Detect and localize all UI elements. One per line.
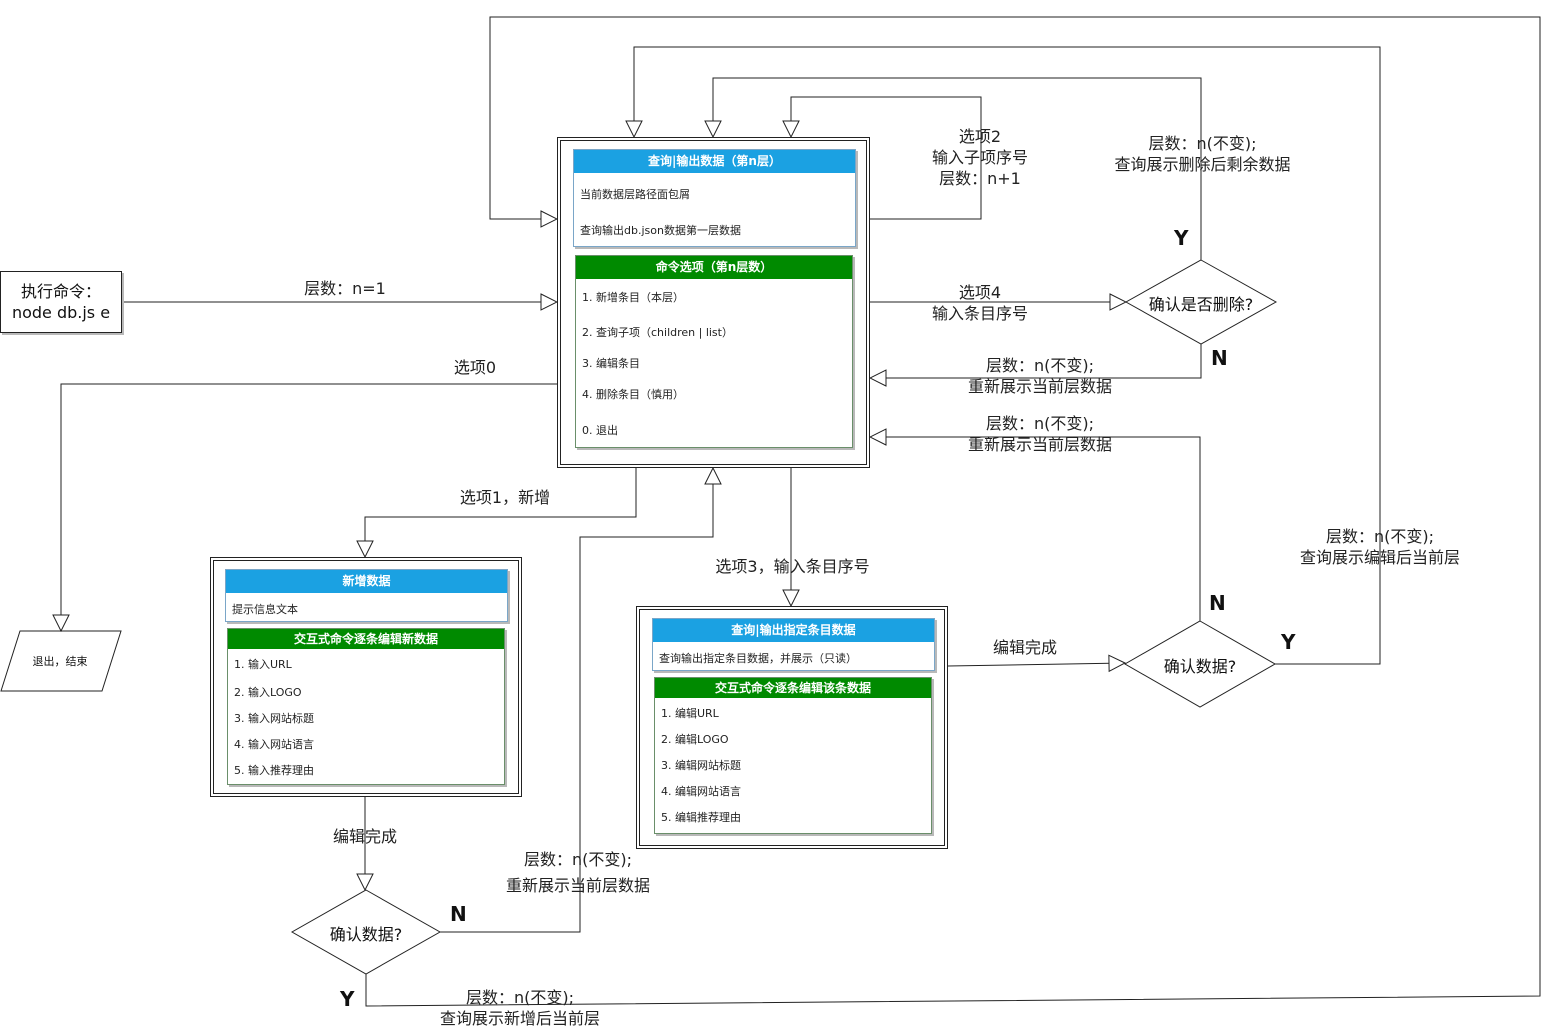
add-panel-title: 新增数据: [226, 570, 507, 593]
label-delete-no-line1: 层数：n(不变);: [985, 356, 1095, 375]
add-edit-panel: 交互式命令逐条编辑新数据 1. 输入URL 2. 输入LOGO 3. 输入网站标…: [227, 628, 505, 785]
start-command-box: 执行命令： node db.js e: [0, 271, 122, 333]
add-container: 新增数据 提示信息文本 交互式命令逐条编辑新数据 1. 输入URL 2. 输入L…: [210, 557, 522, 797]
query-row-2: 查询输出db.json数据第一层数据: [580, 224, 741, 237]
option-1: 1. 新增条目（本层）: [582, 291, 684, 304]
option-2: 2. 查询子项（children | list）: [582, 326, 733, 339]
edge-edit-no: [870, 437, 1201, 621]
add-item-1: 1. 输入URL: [234, 658, 292, 671]
edit-panel: 查询|输出指定条目数据 查询输出指定条目数据，并展示（只读）: [652, 618, 935, 671]
add-hint: 提示信息文本: [232, 603, 298, 616]
edit-item-1: 1. 编辑URL: [661, 707, 719, 720]
edit-hint: 查询输出指定条目数据，并展示（只读）: [659, 652, 857, 665]
delete-no-marker: N: [1211, 346, 1228, 370]
label-opt2-line2: 输入子项序号: [931, 148, 1028, 167]
label-delete-yes-line2: 查询展示删除后剩余数据: [1114, 155, 1291, 174]
decision-confirm-edit-text: 确认数据?: [1163, 657, 1237, 676]
label-opt4: 选项4 输入条目序号: [920, 282, 1040, 324]
option-4: 4. 删除条目（慎用）: [582, 388, 684, 401]
label-edit-yes-line2: 查询展示编辑后当前层: [1299, 548, 1460, 567]
main-container: 查询|输出数据（第n层） 当前数据层路径面包屑 查询输出db.json数据第一层…: [557, 137, 870, 468]
edge-opt0-exit: [61, 383, 557, 631]
decision-confirm-edit: [1123, 620, 1277, 708]
add-item-4: 4. 输入网站语言: [234, 738, 314, 751]
label-opt3: 选项3，输入条目序号: [715, 557, 870, 576]
edit-container: 查询|输出指定条目数据 查询输出指定条目数据，并展示（只读） 交互式命令逐条编辑…: [636, 606, 948, 849]
edge-opt1-add: [365, 468, 637, 557]
label-add-no-line1: 层数：n(不变);: [523, 850, 633, 869]
edge-add-no: [440, 468, 713, 933]
delete-yes-marker: Y: [1174, 226, 1189, 250]
query-panel: 查询|输出数据（第n层） 当前数据层路径面包屑 查询输出db.json数据第一层…: [573, 149, 856, 247]
label-edit-no-line2: 重新展示当前层数据: [967, 435, 1112, 454]
label-opt0: 选项0: [453, 358, 497, 377]
label-edit-done-left: 编辑完成: [332, 827, 397, 846]
edge-editdone-confirm: [947, 663, 1125, 666]
label-opt2: 选项2 输入子项序号 层数：n+1: [920, 126, 1040, 189]
query-row-1: 当前数据层路径面包屑: [580, 188, 690, 201]
label-add-no-line2: 重新展示当前层数据: [505, 876, 650, 895]
edit-yes-marker: Y: [1281, 630, 1296, 654]
add-panel: 新增数据 提示信息文本: [225, 569, 508, 622]
edit-panel-title: 查询|输出指定条目数据: [653, 619, 934, 642]
label-opt4-line1: 选项4: [958, 283, 1002, 302]
add-item-2: 2. 输入LOGO: [234, 686, 302, 699]
label-edit-yes: 层数：n(不变); 查询展示编辑后当前层: [1280, 526, 1480, 568]
label-opt2-line3: 层数：n+1: [939, 169, 1021, 188]
label-opt4-line2: 输入条目序号: [931, 304, 1028, 323]
options-panel-title: 命令选项（第n层数）: [576, 256, 852, 279]
exit-label: 退出，结束: [32, 655, 88, 668]
edge-edit-yes: [634, 46, 1381, 665]
label-edit-yes-line1: 层数：n(不变);: [1325, 527, 1435, 546]
add-no-marker: N: [450, 902, 467, 926]
label-opt2-line1: 选项2: [958, 127, 1002, 146]
edit-edit-panel: 交互式命令逐条编辑该条数据 1. 编辑URL 2. 编辑LOGO 3. 编辑网站…: [654, 677, 932, 834]
edit-item-5: 5. 编辑推荐理由: [661, 811, 741, 824]
label-add-no: 层数：n(不变); 重新展示当前层数据: [488, 849, 668, 896]
edit-no-marker: N: [1209, 591, 1226, 615]
label-edit-no-line1: 层数：n(不变);: [985, 414, 1095, 433]
label-n1: 层数：n=1: [304, 279, 386, 298]
exit-shape: [0, 630, 122, 692]
edge-opt2-loop: [791, 96, 982, 220]
start-line1: 执行命令：: [20, 282, 101, 301]
label-add-yes-line1: 层数：n(不变);: [465, 988, 575, 1007]
start-line2: node db.js e: [11, 303, 111, 322]
label-add-yes-line2: 查询展示新增后当前层: [439, 1009, 600, 1028]
option-3: 3. 编辑条目: [582, 357, 640, 370]
decision-delete-text: 确认是否删除?: [1148, 295, 1254, 314]
query-panel-title: 查询|输出数据（第n层）: [574, 150, 855, 173]
option-0: 0. 退出: [582, 424, 618, 437]
edit-item-2: 2. 编辑LOGO: [661, 733, 729, 746]
label-add-yes: 层数：n(不变); 查询展示新增后当前层: [420, 987, 620, 1029]
add-edit-panel-title: 交互式命令逐条编辑新数据: [228, 629, 504, 649]
edit-edit-panel-title: 交互式命令逐条编辑该条数据: [655, 678, 931, 698]
options-panel: 命令选项（第n层数） 1. 新增条目（本层） 2. 查询子项（children …: [575, 255, 853, 448]
label-delete-no-line2: 重新展示当前层数据: [967, 377, 1112, 396]
label-delete-no: 层数：n(不变); 重新展示当前层数据: [950, 355, 1130, 397]
add-item-5: 5. 输入推荐理由: [234, 764, 314, 777]
edit-item-4: 4. 编辑网站语言: [661, 785, 741, 798]
label-delete-yes-line1: 层数：n(不变);: [1148, 134, 1257, 153]
label-delete-yes: 层数：n(不变); 查询展示删除后剩余数据: [1095, 133, 1310, 175]
edge-delete-yes: [713, 77, 1202, 260]
edge-delete-no: [870, 344, 1202, 378]
label-edit-no: 层数：n(不变); 重新展示当前层数据: [950, 413, 1130, 455]
label-edit-done-right: 编辑完成: [992, 638, 1057, 657]
decision-confirm-add-text: 确认数据?: [329, 925, 403, 944]
label-opt1: 选项1，新增: [459, 488, 551, 507]
add-item-3: 3. 输入网站标题: [234, 712, 314, 725]
add-yes-marker: Y: [340, 987, 355, 1011]
edit-item-3: 3. 编辑网站标题: [661, 759, 741, 772]
edge-add-yes: [365, 16, 1541, 1007]
